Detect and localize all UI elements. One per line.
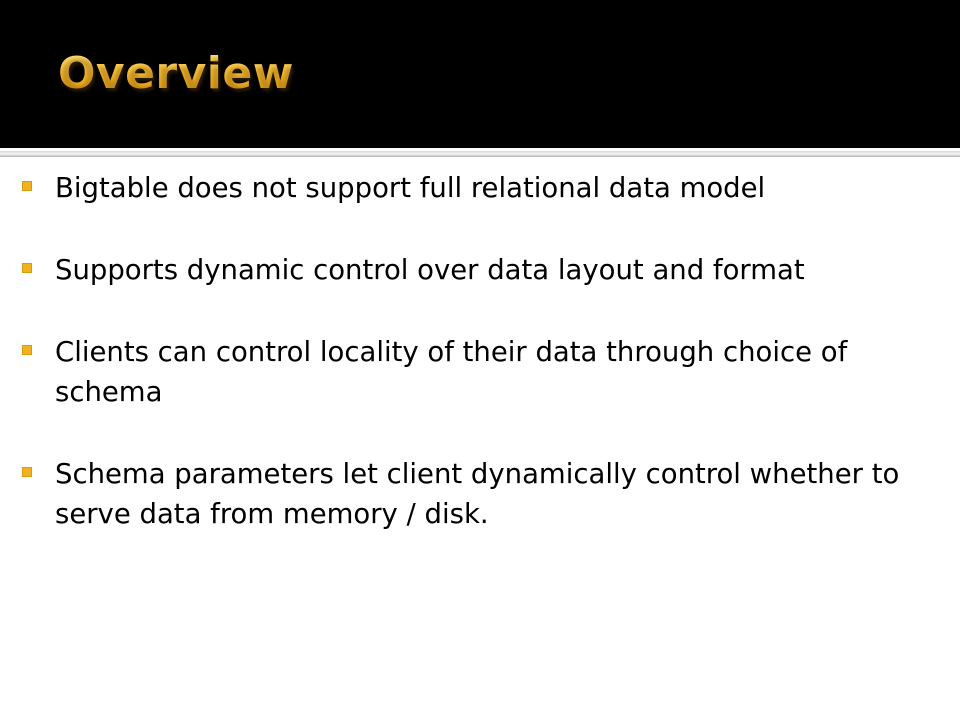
bullet-list: Bigtable does not support full relationa… [22,168,952,534]
bullet-item: Supports dynamic control over data layou… [22,250,952,290]
square-bullet-icon [22,345,32,355]
title-bar: Overview [0,0,960,148]
square-bullet-icon [22,467,32,477]
title-divider [0,151,960,157]
bullet-text: Schema parameters let client dynamically… [55,458,900,530]
bullet-text: Supports dynamic control over data layou… [55,254,805,286]
bullet-item: Schema parameters let client dynamically… [22,454,952,534]
square-bullet-icon [22,181,32,191]
slide-title: Overview [58,48,294,99]
bullet-text: Clients can control locality of their da… [55,336,848,408]
bullet-item: Bigtable does not support full relationa… [22,168,952,208]
bullet-text: Bigtable does not support full relationa… [55,172,766,204]
bullet-item: Clients can control locality of their da… [22,332,952,412]
square-bullet-icon [22,263,32,273]
